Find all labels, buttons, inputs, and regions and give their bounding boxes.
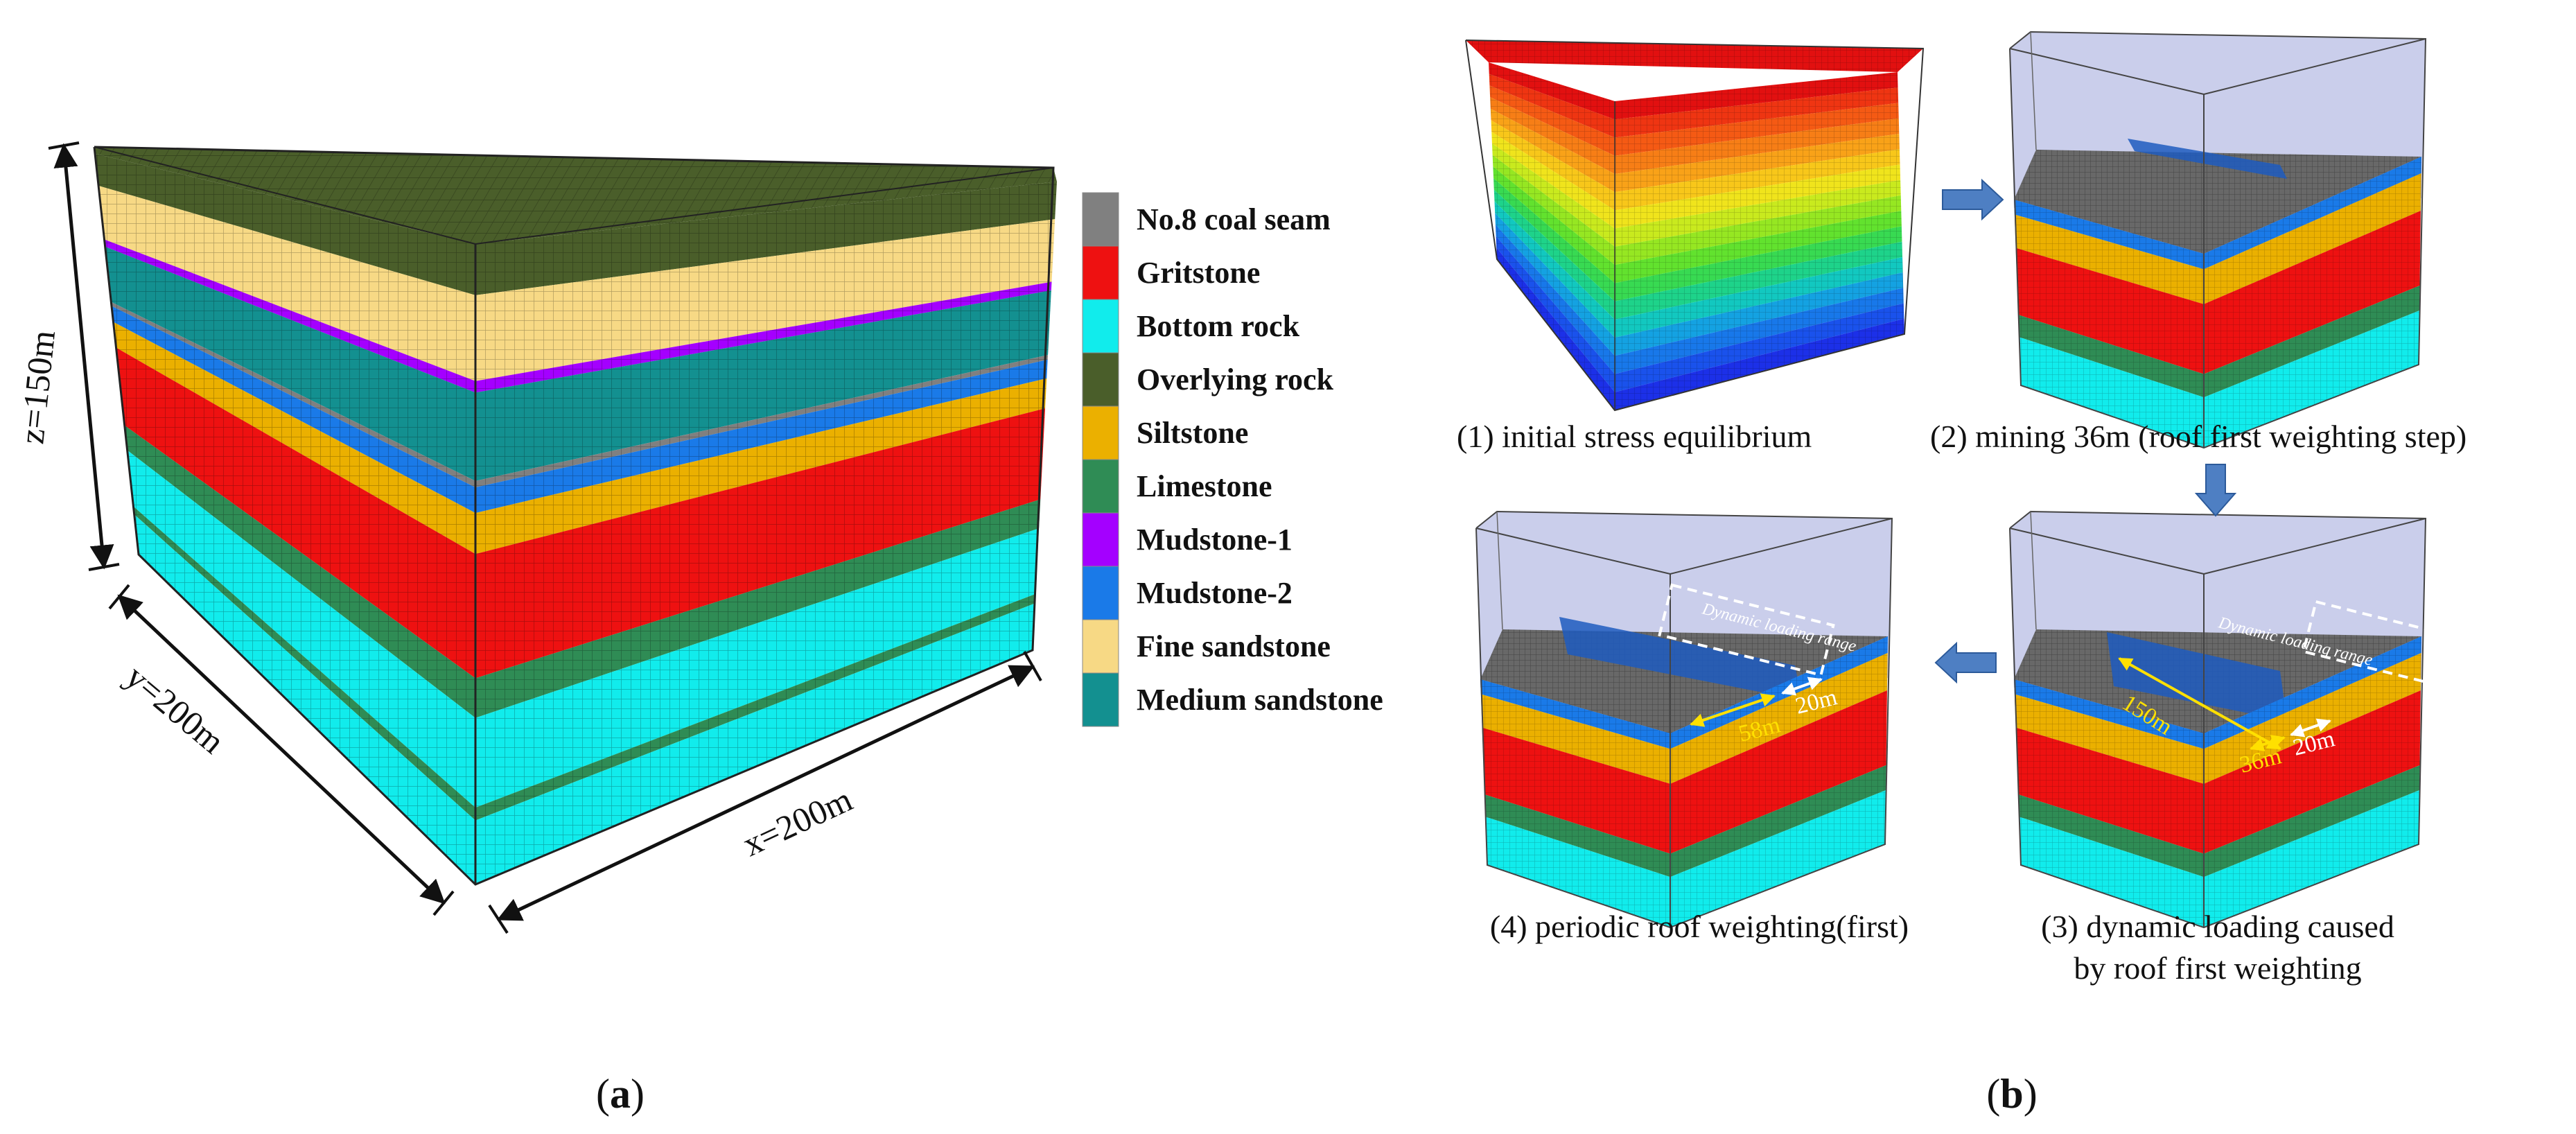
legend-swatch	[1082, 405, 1119, 460]
legend-label: Fine sandstone	[1137, 629, 1331, 663]
model-right-face	[475, 182, 1057, 884]
panel-b-label: (b)	[1986, 1071, 2037, 1117]
caption-step2: (2) mining 36m (roof first weighting ste…	[1930, 419, 2467, 454]
legend-label: Mudstone-2	[1137, 576, 1293, 610]
legend-label: Siltstone	[1137, 416, 1248, 450]
legend-label: Medium sandstone	[1137, 683, 1383, 717]
dim-z-label: z=150m	[12, 329, 62, 446]
step2-model	[2009, 30, 2427, 449]
legend-label: Overlying rock	[1137, 363, 1333, 396]
legend-swatch	[1082, 245, 1119, 300]
step4-model	[1475, 510, 1893, 929]
legend-swatch	[1082, 672, 1119, 727]
dim-y-label: y=200m	[119, 657, 232, 761]
flow-arrow-right	[1942, 178, 2004, 221]
caption-step3-line2: by roof first weighting	[2074, 950, 2361, 986]
legend-label: Bottom rock	[1137, 309, 1300, 343]
step1-model	[1465, 40, 1925, 412]
flow-arrow-left	[1934, 641, 1997, 684]
panel-a-label: (a)	[596, 1071, 645, 1117]
legend-swatch	[1082, 299, 1119, 354]
panel-a-model	[93, 146, 1057, 886]
legend-label: Mudstone-1	[1137, 523, 1293, 557]
step3-model	[2009, 510, 2427, 929]
legend-label: Gritstone	[1137, 256, 1260, 290]
legend-swatch	[1082, 512, 1119, 567]
legend-swatch	[1082, 192, 1119, 247]
legend-swatch	[1082, 619, 1119, 674]
caption-step3-line1: (3) dynamic loading caused	[2041, 909, 2394, 944]
dim-x-label: x=200m	[737, 780, 858, 864]
legend-swatch	[1082, 352, 1119, 407]
caption-step4: (4) periodic roof weighting(first)	[1490, 909, 1909, 944]
flow-arrow-down	[2194, 464, 2237, 517]
legend-label: No.8 coal seam	[1137, 202, 1331, 236]
caption-step1: (1) initial stress equilibrium	[1457, 419, 1812, 454]
legend-swatch	[1082, 566, 1119, 620]
legend-label: Limestone	[1137, 469, 1272, 503]
model-left-face	[96, 154, 476, 884]
legend-swatch	[1082, 459, 1119, 514]
